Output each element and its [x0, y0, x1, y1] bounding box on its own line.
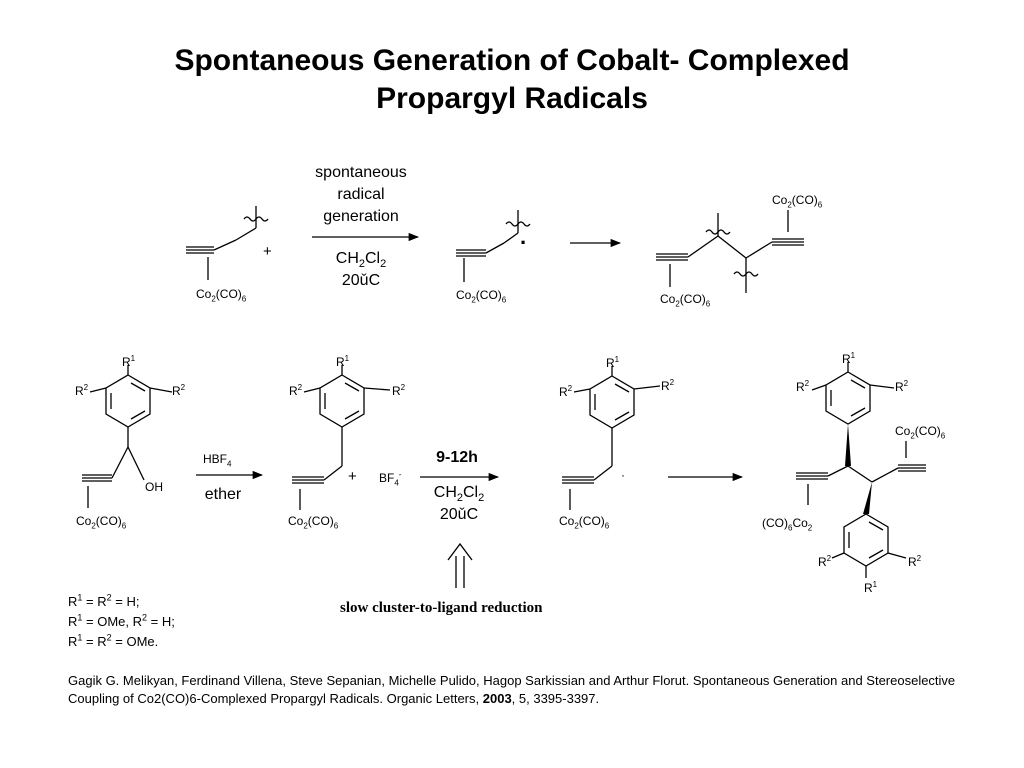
r-group-definitions: R1 = R2 = H; R1 = OMe, R2 = H; R1 = R2 =… [68, 592, 175, 652]
title-line-2: Propargyl Radicals [376, 82, 648, 115]
s2-radical-r1: R1 [606, 355, 620, 371]
s2-counterion-bf4: BF4- [379, 470, 402, 488]
s1-conditions-above: spontaneous radical generation [296, 162, 426, 228]
s2-alcohol-r2-right: R2 [172, 383, 186, 399]
s1-dimer-molecule [656, 210, 804, 293]
s2-cation-r2-left: R2 [289, 383, 303, 399]
s2-alcohol-r1: R1 [122, 354, 136, 370]
r-definition-3: R1 = R2 = OMe. [68, 632, 159, 649]
s2-conditions-below: CH2Cl2 20ǔC [416, 482, 502, 526]
s1-radical-co-label: Co2(CO)6 [456, 288, 507, 305]
s2-dimer-r2-top-right: R2 [895, 379, 909, 395]
s2-radical-r2-right: R2 [661, 378, 675, 394]
s2-temperature: 20ǔC [439, 506, 479, 523]
r-definition-2: R1 = OMe, R2 = H; [68, 612, 175, 629]
s2-wedge-bond-1 [845, 424, 851, 466]
title-line-1: Spontaneous Generation of Cobalt- Comple… [174, 44, 850, 77]
citation: Gagik G. Melikyan, Ferdinand Villena, St… [68, 672, 968, 708]
s1-cond-line-2: radical [337, 186, 385, 203]
r-definition-1: R1 = R2 = H; [68, 592, 140, 609]
s2-dimer-r1-bottom: R1 [864, 580, 878, 596]
s2-cation-r2-right: R2 [392, 383, 406, 399]
s1-cond-line-3: generation [323, 208, 399, 225]
s2-plus-sign: + [348, 468, 357, 485]
s2-cation-r1: R1 [336, 354, 350, 370]
s1-temperature: 20ǔC [341, 272, 381, 289]
reduction-note: slow cluster-to-ligand reduction [340, 600, 543, 616]
s2-alcohol-molecule [82, 365, 173, 508]
s2-radical-co-label: Co2(CO)6 [559, 514, 610, 531]
s2-solvent: CH2Cl2 [433, 484, 485, 505]
s2-solvent-ether: ether [204, 486, 242, 503]
citation-text: Gagik G. Melikyan, Ferdinand Villena, St… [68, 673, 956, 706]
citation-year: 2003 [482, 691, 512, 706]
slide-title: Spontaneous Generation of Cobalt- Comple… [0, 42, 1024, 118]
s1-plus-sign: + [263, 243, 272, 260]
s2-dimer-r2-bottom-left: R2 [818, 554, 832, 570]
s1-radical-dot: · [520, 230, 528, 255]
s2-cation-molecule [292, 365, 391, 510]
s2-dimer-molecule [796, 362, 926, 578]
s2-alcohol-r2-left: R2 [75, 383, 89, 399]
s2-radical-dot: · [621, 468, 625, 482]
s2-alcohol-co-label: Co2(CO)6 [76, 514, 127, 531]
s1-radical-molecule [456, 210, 531, 282]
up-double-arrow [447, 542, 473, 588]
s1-dimer-co-top: Co2(CO)6 [772, 193, 823, 210]
s2-alcohol-oh: OH [145, 480, 163, 494]
s2-dimer-r1-top: R1 [842, 351, 856, 367]
s2-reagent-hbf4: HBF4 [203, 452, 232, 469]
s2-dimer-co-left: (CO)6Co2 [762, 516, 813, 533]
s1-start-molecule [186, 206, 269, 280]
s2-time: 9-12h [436, 449, 478, 466]
s1-cond-line-1: spontaneous [315, 164, 407, 181]
s2-dimer-r2-bottom-right: R2 [908, 554, 922, 570]
s1-conditions-below: CH2Cl2 20ǔC [296, 248, 426, 292]
s2-cation-co-label: Co2(CO)6 [288, 514, 339, 531]
s2-wedge-bond-2 [863, 482, 872, 514]
s1-start-co-label: Co2(CO)6 [196, 287, 247, 304]
citation-rest: , 5, 3395-3397. [511, 691, 600, 706]
s2-radical-r2-left: R2 [559, 384, 573, 400]
s2-dimer-co-right: Co2(CO)6 [895, 424, 946, 441]
s2-radical-molecule [562, 366, 661, 510]
s2-dimer-r2-top-left: R2 [796, 379, 810, 395]
s1-solvent: CH2Cl2 [335, 250, 387, 271]
s1-dimer-co-bottom: Co2(CO)6 [660, 292, 711, 309]
